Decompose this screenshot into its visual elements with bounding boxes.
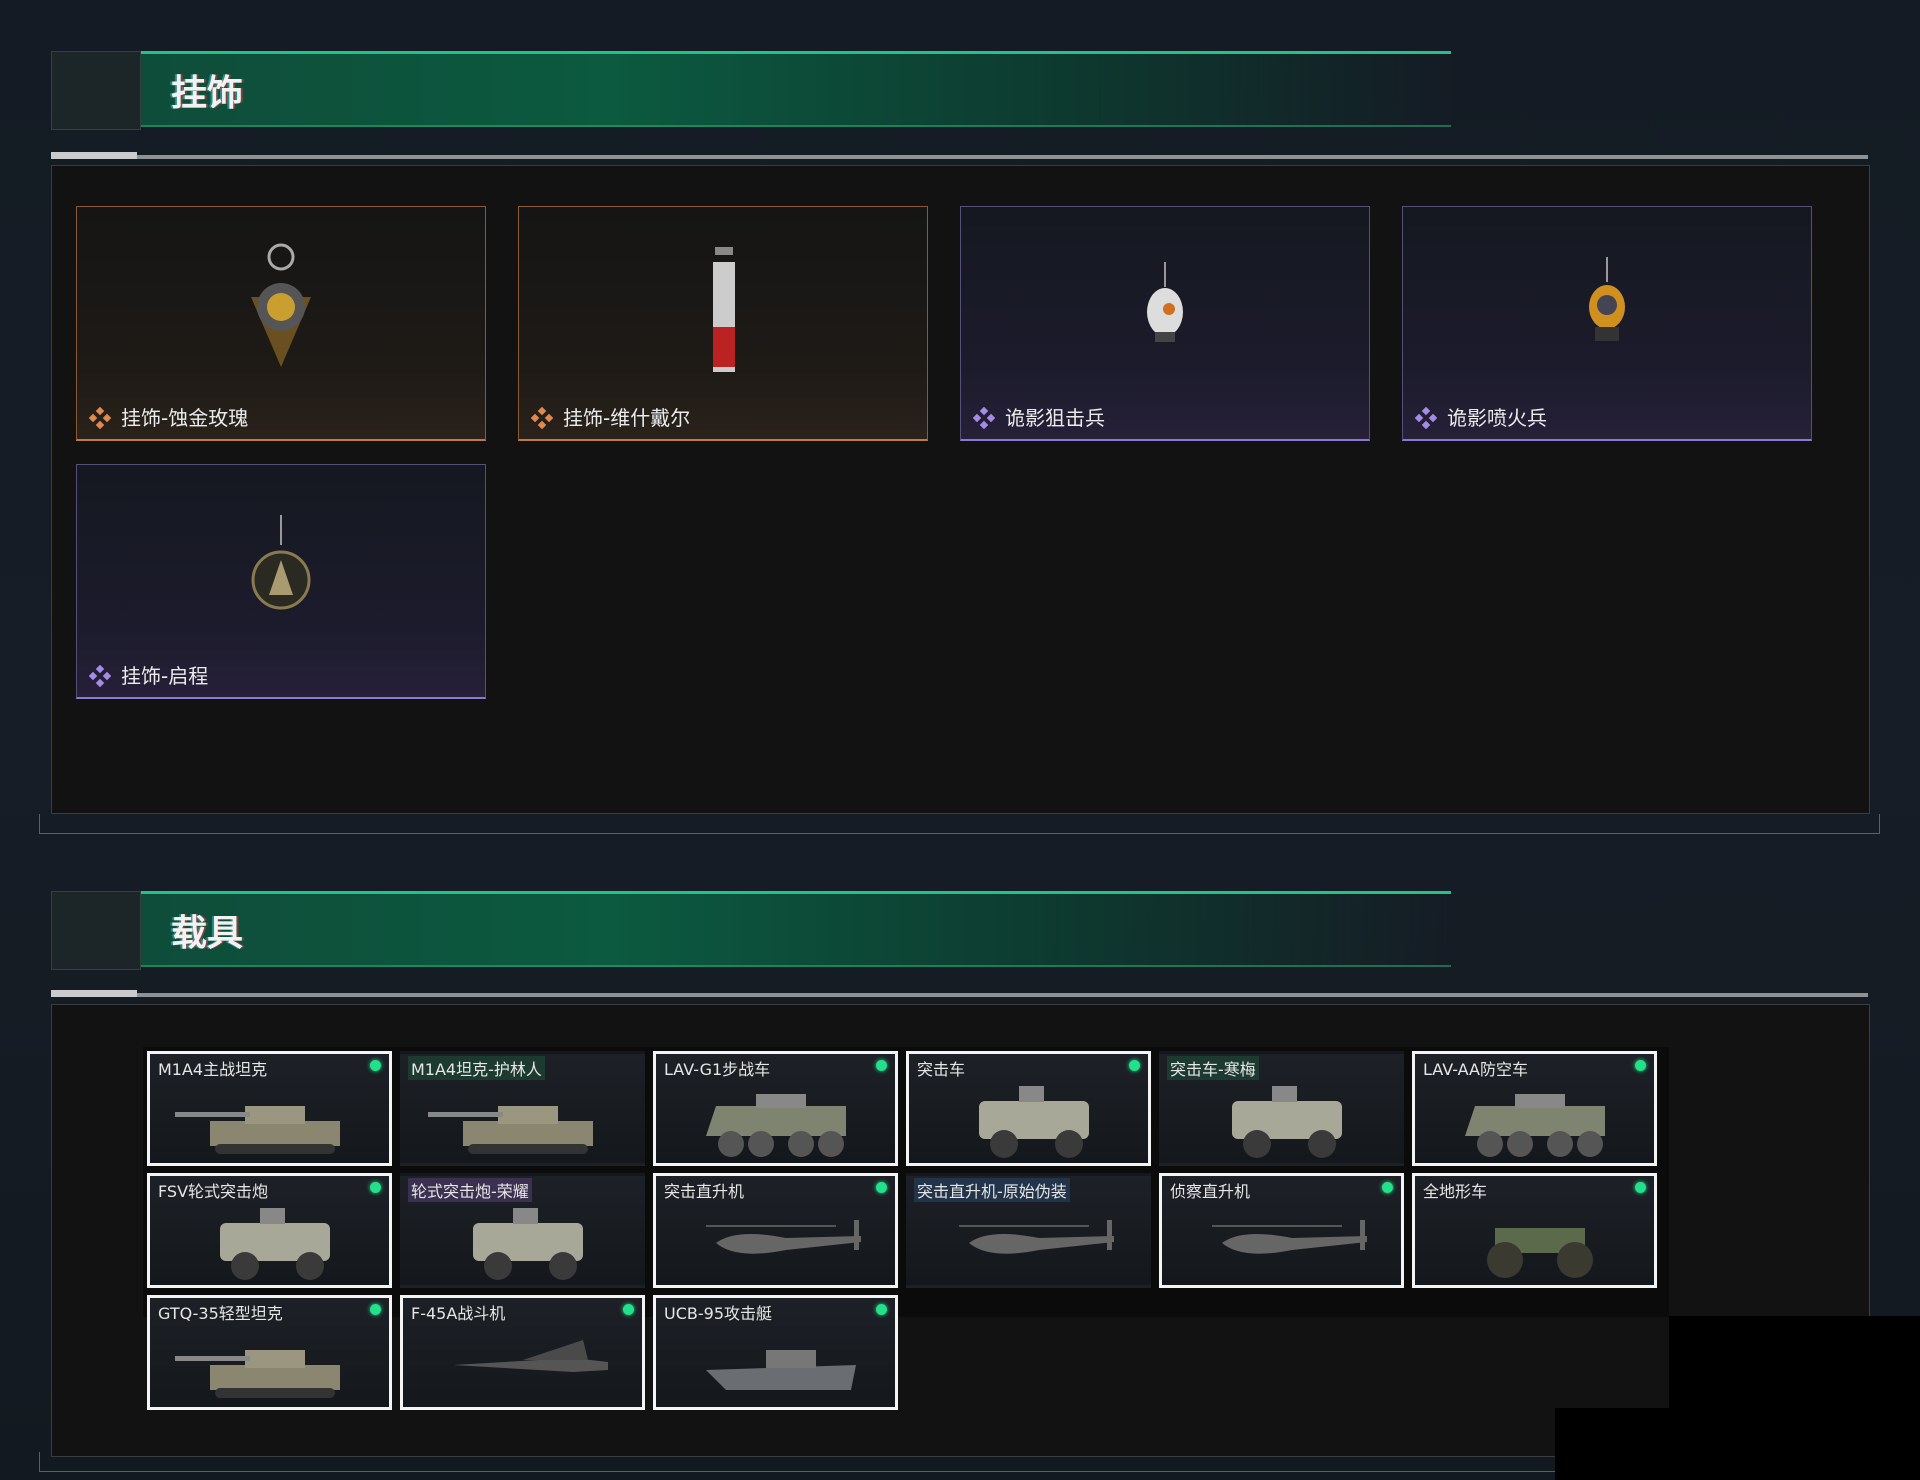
- vehicle-name: LAV-AA防空车: [1423, 1060, 1528, 1079]
- vehicle-name: 突击车-寒梅: [1167, 1056, 1259, 1080]
- owned-indicator-icon: [876, 1304, 887, 1315]
- owned-indicator-icon: [370, 1304, 381, 1315]
- owned-indicator-icon: [370, 1182, 381, 1193]
- charm-card[interactable]: 诡影狙击兵: [960, 206, 1370, 441]
- charm-card[interactable]: 挂饰-维什戴尔: [518, 206, 928, 441]
- vehicle-tile[interactable]: 突击直升机: [653, 1173, 898, 1288]
- vehicle-image: [706, 1220, 861, 1254]
- divider: [51, 990, 1868, 997]
- vehicle-image: [428, 1106, 593, 1154]
- vehicle-tile[interactable]: 突击车: [906, 1051, 1151, 1166]
- owned-indicator-icon: [370, 1060, 381, 1071]
- owned-indicator-icon: [1635, 1060, 1646, 1071]
- rarity-diamond-icon: [1414, 406, 1438, 430]
- charm-name: 诡影喷火兵: [1447, 406, 1547, 430]
- header-block: [51, 51, 141, 130]
- section-title: 挂饰: [171, 73, 244, 114]
- vehicle-image: [706, 1094, 846, 1157]
- vehicle-image: [706, 1350, 856, 1390]
- vehicle-tile[interactable]: M1A4主战坦克: [147, 1051, 392, 1166]
- vehicle-name: GTQ-35轻型坦克: [158, 1304, 283, 1323]
- charm-image: [211, 485, 351, 635]
- rarity-diamond-icon: [972, 406, 996, 430]
- vehicle-tile[interactable]: 突击直升机-原始伪装: [906, 1173, 1151, 1288]
- vehicle-name: M1A4坦克-护林人: [408, 1056, 545, 1080]
- vehicle-name: FSV轮式突击炮: [158, 1182, 269, 1201]
- owned-indicator-icon: [1635, 1182, 1646, 1193]
- vehicle-tile[interactable]: 侦察直升机: [1159, 1173, 1404, 1288]
- divider: [51, 152, 1868, 159]
- vehicle-image: [1232, 1086, 1342, 1158]
- charm-card[interactable]: 诡影喷火兵: [1402, 206, 1812, 441]
- vehicle-name: 侦察直升机: [1170, 1182, 1251, 1201]
- vehicle-image: [1465, 1094, 1605, 1157]
- vehicle-name: 全地形车: [1423, 1182, 1488, 1201]
- vehicle-image: [220, 1208, 330, 1280]
- vehicle-name: 突击直升机: [664, 1182, 745, 1201]
- owned-indicator-icon: [623, 1304, 634, 1315]
- owned-indicator-icon: [876, 1060, 887, 1071]
- vehicle-tile[interactable]: F-45A战斗机: [400, 1295, 645, 1410]
- vehicle-image: [175, 1350, 340, 1398]
- rarity-diamond-icon: [530, 406, 554, 430]
- charm-card[interactable]: 挂饰-蚀金玫瑰: [76, 206, 486, 441]
- vehicle-name: F-45A战斗机: [411, 1304, 506, 1323]
- vehicle-name: M1A4主战坦克: [158, 1060, 268, 1079]
- charm-card[interactable]: 挂饰-启程: [76, 464, 486, 699]
- header-block: [51, 891, 141, 970]
- charm-name: 挂饰-蚀金玫瑰: [121, 406, 249, 430]
- vehicle-tile[interactable]: 全地形车: [1412, 1173, 1657, 1288]
- charms-header: 挂饰: [51, 51, 1451, 130]
- panel-bracket: [39, 814, 1880, 834]
- vehicle-name: UCB-95攻击艇: [664, 1304, 772, 1323]
- vehicle-tile[interactable]: LAV-AA防空车: [1412, 1051, 1657, 1166]
- vehicle-image: [453, 1340, 608, 1372]
- vehicle-tile[interactable]: GTQ-35轻型坦克: [147, 1295, 392, 1410]
- vehicles-header: 载具: [51, 891, 1451, 970]
- vehicle-image: [473, 1208, 583, 1280]
- rarity-diamond-icon: [88, 664, 112, 688]
- section-title: 载具: [171, 913, 244, 954]
- vehicle-tile[interactable]: LAV-G1步战车: [653, 1051, 898, 1166]
- black-mask: [1555, 1408, 1920, 1480]
- owned-indicator-icon: [876, 1182, 887, 1193]
- charm-image: [1095, 227, 1235, 377]
- vehicle-tile[interactable]: 轮式突击炮-荣耀: [400, 1173, 645, 1288]
- vehicle-name: LAV-G1步战车: [664, 1060, 771, 1079]
- charm-image: [1537, 227, 1677, 377]
- charm-name: 挂饰-启程: [121, 664, 209, 688]
- vehicle-name: 轮式突击炮-荣耀: [408, 1178, 532, 1202]
- vehicle-image: [979, 1086, 1089, 1158]
- vehicle-image: [1212, 1220, 1367, 1254]
- rarity-diamond-icon: [88, 406, 112, 430]
- vehicle-image: [1487, 1228, 1593, 1278]
- charm-name: 挂饰-维什戴尔: [563, 406, 691, 430]
- vehicle-image: [175, 1106, 340, 1154]
- charm-image: [653, 227, 793, 377]
- vehicle-name: 突击直升机-原始伪装: [914, 1178, 1070, 1202]
- vehicle-tile[interactable]: 突击车-寒梅: [1159, 1051, 1404, 1166]
- vehicle-name: 突击车: [917, 1060, 966, 1079]
- owned-indicator-icon: [1382, 1182, 1393, 1193]
- vehicle-tile[interactable]: M1A4坦克-护林人: [400, 1051, 645, 1166]
- vehicle-tile[interactable]: UCB-95攻击艇: [653, 1295, 898, 1410]
- vehicle-tile[interactable]: FSV轮式突击炮: [147, 1173, 392, 1288]
- vehicle-image: [959, 1220, 1114, 1254]
- owned-indicator-icon: [1129, 1060, 1140, 1071]
- charm-name: 诡影狙击兵: [1005, 406, 1105, 430]
- charm-image: [211, 227, 351, 377]
